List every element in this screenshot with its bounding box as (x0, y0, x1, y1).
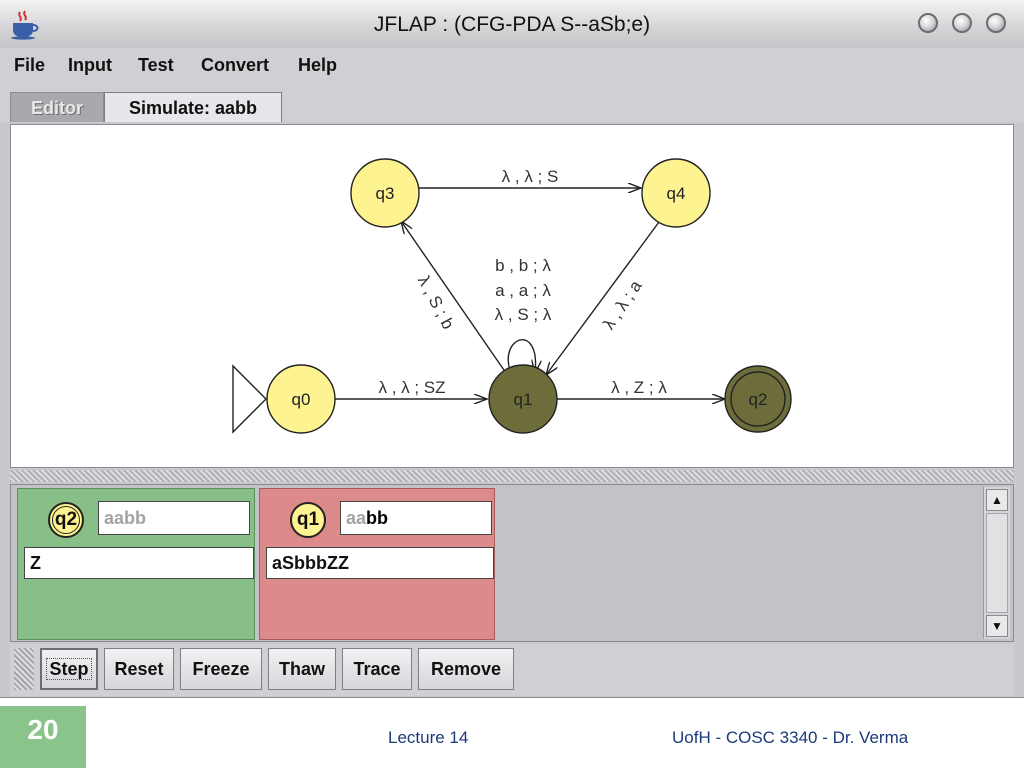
label-loop-1: b , b ; λ (495, 256, 551, 275)
state-q0[interactable] (266, 364, 336, 434)
maximize-button[interactable] (952, 13, 972, 33)
configuration-pane: q2 aabb Z q1 aabb aSbbbZZ ▲ ▼ (10, 484, 1014, 642)
split-divider[interactable] (10, 470, 1014, 482)
state-q2[interactable] (724, 365, 792, 433)
edge-q1-loop (507, 339, 535, 373)
state-label-q3: q3 (376, 184, 395, 203)
vertical-scrollbar[interactable]: ▲ ▼ (983, 487, 1010, 639)
slide-number: 20 (27, 714, 59, 745)
menu-file[interactable]: File (14, 55, 46, 75)
menu-input[interactable]: Input (68, 55, 112, 75)
input-remaining: bb (366, 508, 389, 528)
label-loop-3: λ , S ; λ (495, 305, 552, 324)
trace-button[interactable]: Trace (342, 648, 412, 690)
edge-q1-q3 (401, 221, 507, 374)
jflap-window: JFLAP : (CFG-PDA S--aSb;e) File Input Te… (0, 0, 1024, 698)
close-button[interactable] (986, 13, 1006, 33)
state-q4[interactable] (641, 158, 711, 228)
input-consumed: aabb (104, 508, 147, 528)
config-input-tape: aabb (340, 501, 492, 535)
state-label-q0: q0 (292, 390, 311, 409)
automaton-canvas[interactable]: q0 q1 q2 q3 q4 λ , λ ; SZ λ , Z ; λ λ , … (10, 124, 1014, 468)
java-cup-icon (11, 10, 39, 40)
label-q1-q3: λ , S ; b (414, 273, 458, 333)
reset-button[interactable]: Reset (104, 648, 174, 690)
configuration-accepted[interactable]: q2 aabb Z (17, 488, 255, 640)
label-q1-q2: λ , Z ; λ (611, 378, 667, 397)
footer-course: UofH - COSC 3340 - Dr. Verma (672, 728, 909, 747)
config-state-badge: q1 (290, 502, 326, 538)
start-arrow-icon (232, 364, 267, 434)
state-q1[interactable] (488, 364, 558, 434)
thaw-button[interactable]: Thaw (268, 648, 336, 690)
state-q3[interactable] (350, 158, 420, 228)
edge-q4-q1 (546, 221, 660, 375)
tab-simulate[interactable]: Simulate: aabb (104, 92, 282, 122)
scroll-up-arrow-icon[interactable]: ▲ (986, 489, 1008, 511)
menu-convert[interactable]: Convert (201, 55, 270, 75)
minimize-button[interactable] (918, 13, 938, 33)
state-label-q4: q4 (667, 184, 686, 203)
config-state-badge: q2 (48, 502, 84, 538)
window-title: JFLAP : (CFG-PDA S--aSb;e) (373, 13, 651, 36)
config-stack: Z (24, 547, 254, 579)
label-loop-2: a , a ; λ (495, 281, 551, 300)
menu-bar: File Input Test Convert Help (0, 48, 1024, 85)
state-label-q2: q2 (749, 390, 768, 409)
label-q3-q4: λ , λ ; S (502, 167, 559, 186)
final-ring (730, 371, 786, 427)
freeze-button[interactable]: Freeze (180, 648, 262, 690)
label-q0-q1: λ , λ ; SZ (378, 378, 445, 397)
config-stack: aSbbbZZ (266, 547, 494, 579)
scroll-track[interactable] (986, 513, 1008, 613)
label-q4-q1: λ , λ ; a (599, 276, 646, 333)
menu-help[interactable]: Help (298, 55, 338, 75)
tab-editor[interactable]: Editor (10, 92, 104, 122)
configuration-rejected[interactable]: q1 aabb aSbbbZZ (259, 488, 495, 640)
step-label: Step (46, 657, 92, 680)
input-consumed: aa (346, 508, 367, 528)
footer-lecture: Lecture 14 (388, 728, 469, 747)
config-input-tape: aabb (98, 501, 250, 535)
remove-button[interactable]: Remove (418, 648, 514, 690)
slide-number-box (0, 706, 86, 768)
state-label-q1: q1 (514, 390, 533, 409)
title-bar[interactable]: JFLAP : (CFG-PDA S--aSb;e) (0, 0, 1024, 49)
toolbar-grip[interactable] (14, 648, 34, 690)
menu-test[interactable]: Test (138, 55, 174, 75)
tab-strip: Editor Simulate: aabb (0, 84, 1024, 122)
simulation-toolbar: Step Reset Freeze Thaw Trace Remove (10, 644, 1014, 696)
scroll-down-arrow-icon[interactable]: ▼ (986, 615, 1008, 637)
pda-diagram: q0 q1 q2 q3 q4 λ , λ ; SZ λ , Z ; λ λ , … (232, 158, 792, 434)
step-button[interactable]: Step (40, 648, 98, 690)
